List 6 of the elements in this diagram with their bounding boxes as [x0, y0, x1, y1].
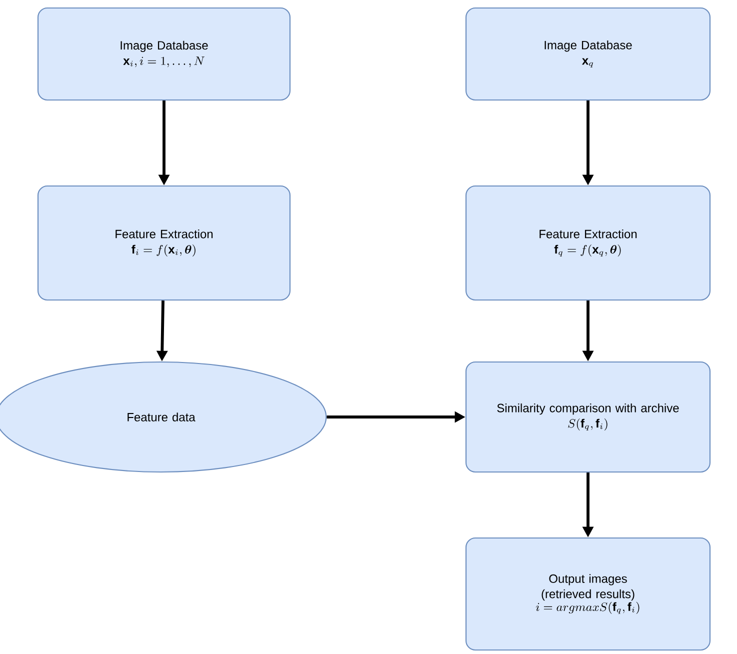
process-box: Similarity comparison with archive $S(\mathbf{f}_q, \mathbf{f}_i)$	[465, 361, 711, 473]
process-box: Image Database $\mathbf{x}_q$	[465, 7, 711, 101]
process-box: Image Database $\mathbf{x}_i, i = 1, \ldots, N$	[37, 7, 291, 101]
process-box: Feature Extraction $\mathbf{f}_q = f(\mathbf{x}_q, \boldsymbol{\theta})$	[465, 185, 711, 301]
process-box: Feature Extraction $\mathbf{f}_i = f(\mathbf{x}_i, \boldsymbol{\theta})$	[37, 185, 291, 301]
process-box: Output images (retrieved results) $i = argmax S(\mathbf{f}_q, \mathbf{f}_i)$	[465, 537, 711, 651]
